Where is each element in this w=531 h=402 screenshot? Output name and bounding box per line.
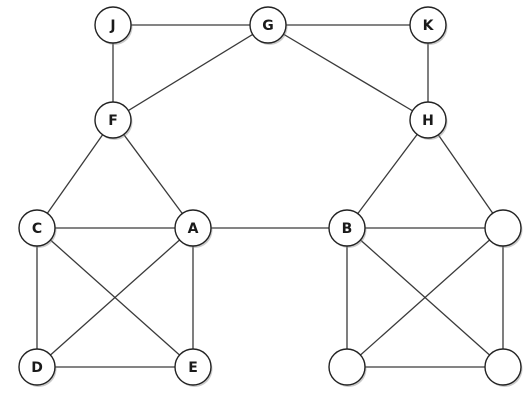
- node-circle: [174, 348, 212, 386]
- node-label: E: [188, 360, 198, 376]
- node-circle: [409, 101, 447, 139]
- node-label: D: [31, 360, 43, 376]
- node-label: A: [188, 221, 199, 237]
- node-k: K: [409, 6, 448, 45]
- node-label: K: [423, 18, 435, 34]
- node-circle: [94, 6, 132, 44]
- node-label: G: [262, 18, 274, 34]
- node-h: H: [409, 101, 448, 140]
- node-f: F: [94, 101, 133, 140]
- node-c: C: [18, 209, 57, 248]
- node-circle: [174, 209, 212, 247]
- nodes-layer: J G K F H C A B D E: [18, 6, 523, 387]
- edge-f-c: [36, 119, 114, 229]
- node-circle: [18, 209, 56, 247]
- node-circle: [18, 348, 56, 386]
- node-j: J: [94, 6, 133, 45]
- edge-r1-r2: [346, 227, 504, 368]
- edge-h-b: [346, 119, 429, 229]
- node-circle: [484, 348, 522, 386]
- node-unlabeled-r1: [484, 209, 523, 248]
- node-b: B: [328, 209, 367, 248]
- node-circle: [249, 6, 287, 44]
- node-label: J: [109, 18, 115, 34]
- edge-g-f: [112, 24, 269, 121]
- node-circle: [328, 348, 366, 386]
- node-circle: [409, 6, 447, 44]
- node-label: F: [108, 113, 118, 129]
- node-g: G: [249, 6, 288, 45]
- node-e: E: [174, 348, 213, 387]
- node-circle: [94, 101, 132, 139]
- node-a: A: [174, 209, 213, 248]
- node-unlabeled-r3: [484, 348, 523, 387]
- node-unlabeled-r2: [328, 348, 367, 387]
- node-label: C: [32, 221, 42, 237]
- node-label: B: [342, 221, 353, 237]
- node-circle: [328, 209, 366, 247]
- node-d: D: [18, 348, 57, 387]
- edges-layer: [36, 24, 504, 368]
- edge-g-h: [267, 24, 429, 121]
- node-label: H: [422, 113, 434, 129]
- edge-h-r1: [427, 119, 504, 229]
- edge-f-a: [112, 119, 194, 229]
- edge-a-d: [36, 227, 194, 368]
- node-circle: [484, 209, 522, 247]
